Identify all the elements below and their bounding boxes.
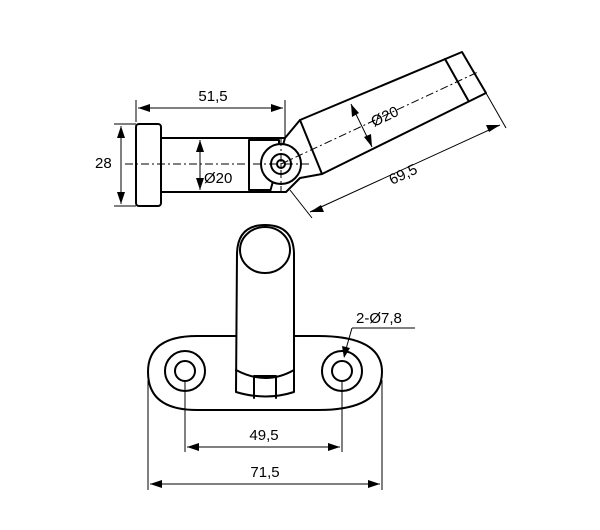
- side-view: 51,5 28 Ø20 Ø20: [95, 51, 507, 219]
- post-base-curve: [235, 369, 295, 379]
- dimension-tube-diameter: Ø20: [196, 140, 232, 190]
- dimension-49-5: 49,5: [184, 382, 343, 452]
- dimension-hole-diameter: 2-Ø7,8: [342, 310, 415, 358]
- post-slot: [253, 375, 277, 399]
- front-view: 2-Ø7,8 49,5 71,5: [147, 224, 415, 490]
- arm-end-cap-line: [444, 58, 469, 101]
- tube-body: [160, 137, 286, 193]
- dimension-51-5: 51,5: [135, 88, 286, 138]
- label-28: 28: [95, 155, 112, 172]
- label-49-5: 49,5: [249, 427, 278, 444]
- dimension-28: 28: [95, 123, 136, 207]
- label-tube-diameter: Ø20: [204, 170, 232, 187]
- label-hole-diameter: 2-Ø7,8: [356, 310, 402, 327]
- post-top-opening: [239, 226, 291, 274]
- label-69-5: 69,5: [387, 161, 421, 189]
- arm-inner-line: [299, 119, 323, 175]
- label-51-5: 51,5: [198, 88, 227, 105]
- mounting-flange: [135, 123, 162, 207]
- dimension-71-5: 71,5: [147, 380, 383, 490]
- label-71-5: 71,5: [250, 464, 279, 481]
- arm-center-line: [280, 71, 479, 165]
